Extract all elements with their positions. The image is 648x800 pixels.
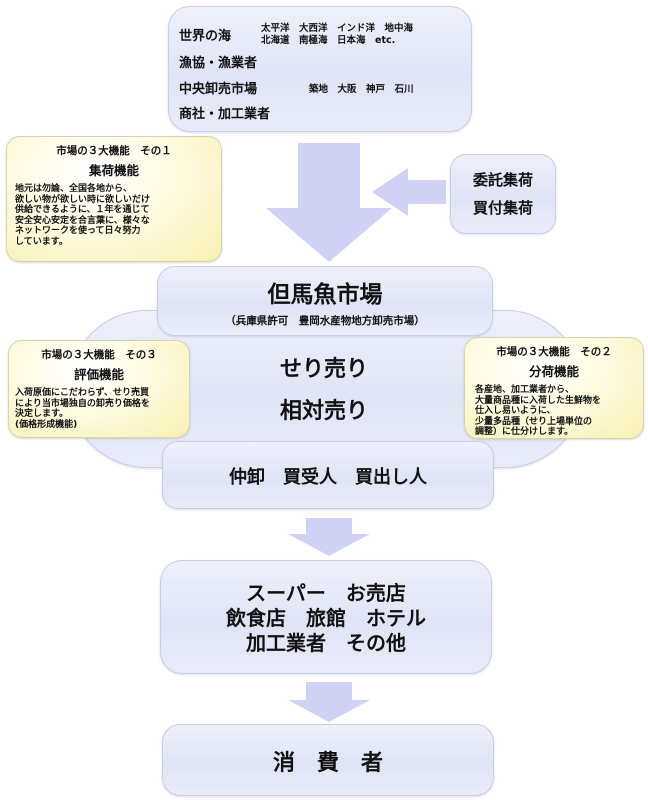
consign-line-1: 委託集荷 [472,171,533,189]
function-3-text: 入荷原価にこだわらず、せり売買 により当市場独自の卸売り価格を 決定します。 (… [15,388,150,430]
source-fishery-coop: 漁協・漁業者 [179,56,258,71]
source-seas-detail-a: 太平洋 大西洋 インド洋 地中海 [261,23,414,34]
buyers-box: 仲卸 買受人 買出し人 [162,441,494,509]
source-world-seas: 世界の海 [179,29,232,44]
function-1-note: 市場の３大機能 その１ 集荷機能 地元は勿論、全国各地から、 欲しい物が欲しい時… [6,136,222,262]
function-3-heading: 市場の３大機能 その３ [41,349,157,361]
retail-line-3: 加工業者 その他 [246,631,406,655]
function-1-title: 集荷機能 [88,163,139,178]
arrow-down-3 [288,682,370,722]
consign-box: 委託集荷 買付集荷 [450,154,556,234]
function-3-note: 市場の３大機能 その３ 評価機能 入荷原価にこだわらず、せり売買 により当市場独… [8,340,190,438]
buyers-label: 仲卸 買受人 買出し人 [229,467,427,488]
sales-method-auction: せり売り [279,357,368,382]
consumer-box: 消 費 者 [162,724,494,796]
retail-line-1: スーパー お売店 [246,581,406,605]
arrow-down-1 [266,143,392,262]
market-license: （兵庫県許可 豊岡水産物地方卸売市場） [225,315,425,327]
sources-box: 世界の海 太平洋 大西洋 インド洋 地中海 北海道 南極海 日本海 etc. 漁… [168,6,472,132]
function-1-text: 地元は勿論、全国各地から、 欲しい物が欲しい時に欲しいだけ 供給できるように、１… [15,184,151,247]
sales-method-negotiated: 相対売り [279,399,368,424]
function-3-title: 評価機能 [73,367,124,382]
market-name: 但馬魚市場 [267,282,383,308]
market-box: 但馬魚市場 （兵庫県許可 豊岡水産物地方卸売市場） [157,266,493,336]
function-2-text: 各産地、加工業者から、 大量商品種に入荷した生鮮物を 仕入し易いように、 少量多… [475,385,602,437]
source-seas-detail-b: 北海道 南極海 日本海 etc. [261,35,396,46]
function-2-heading: 市場の３大機能 その２ [496,346,612,358]
function-1-heading: 市場の３大機能 その１ [56,145,172,157]
retail-box: スーパー お売店 飲食店 旅館 ホテル 加工業者 その他 [160,560,492,674]
source-trading-processors: 商社・加工業者 [179,107,271,122]
arrow-left-consign [372,168,446,216]
source-central-market: 中央卸売市場 [179,82,258,97]
source-central-market-detail: 築地 大阪 神戸 石川 [309,84,414,95]
function-2-note: 市場の３大機能 その２ 分荷機能 各産地、加工業者から、 大量商品種に入荷した生… [464,337,644,439]
consign-line-2: 買付集荷 [472,199,533,217]
consumer-label: 消 費 者 [272,751,383,776]
function-2-title: 分荷機能 [528,364,579,379]
arrow-down-2 [288,518,370,556]
retail-line-2: 飲食店 旅館 ホテル [226,606,426,630]
